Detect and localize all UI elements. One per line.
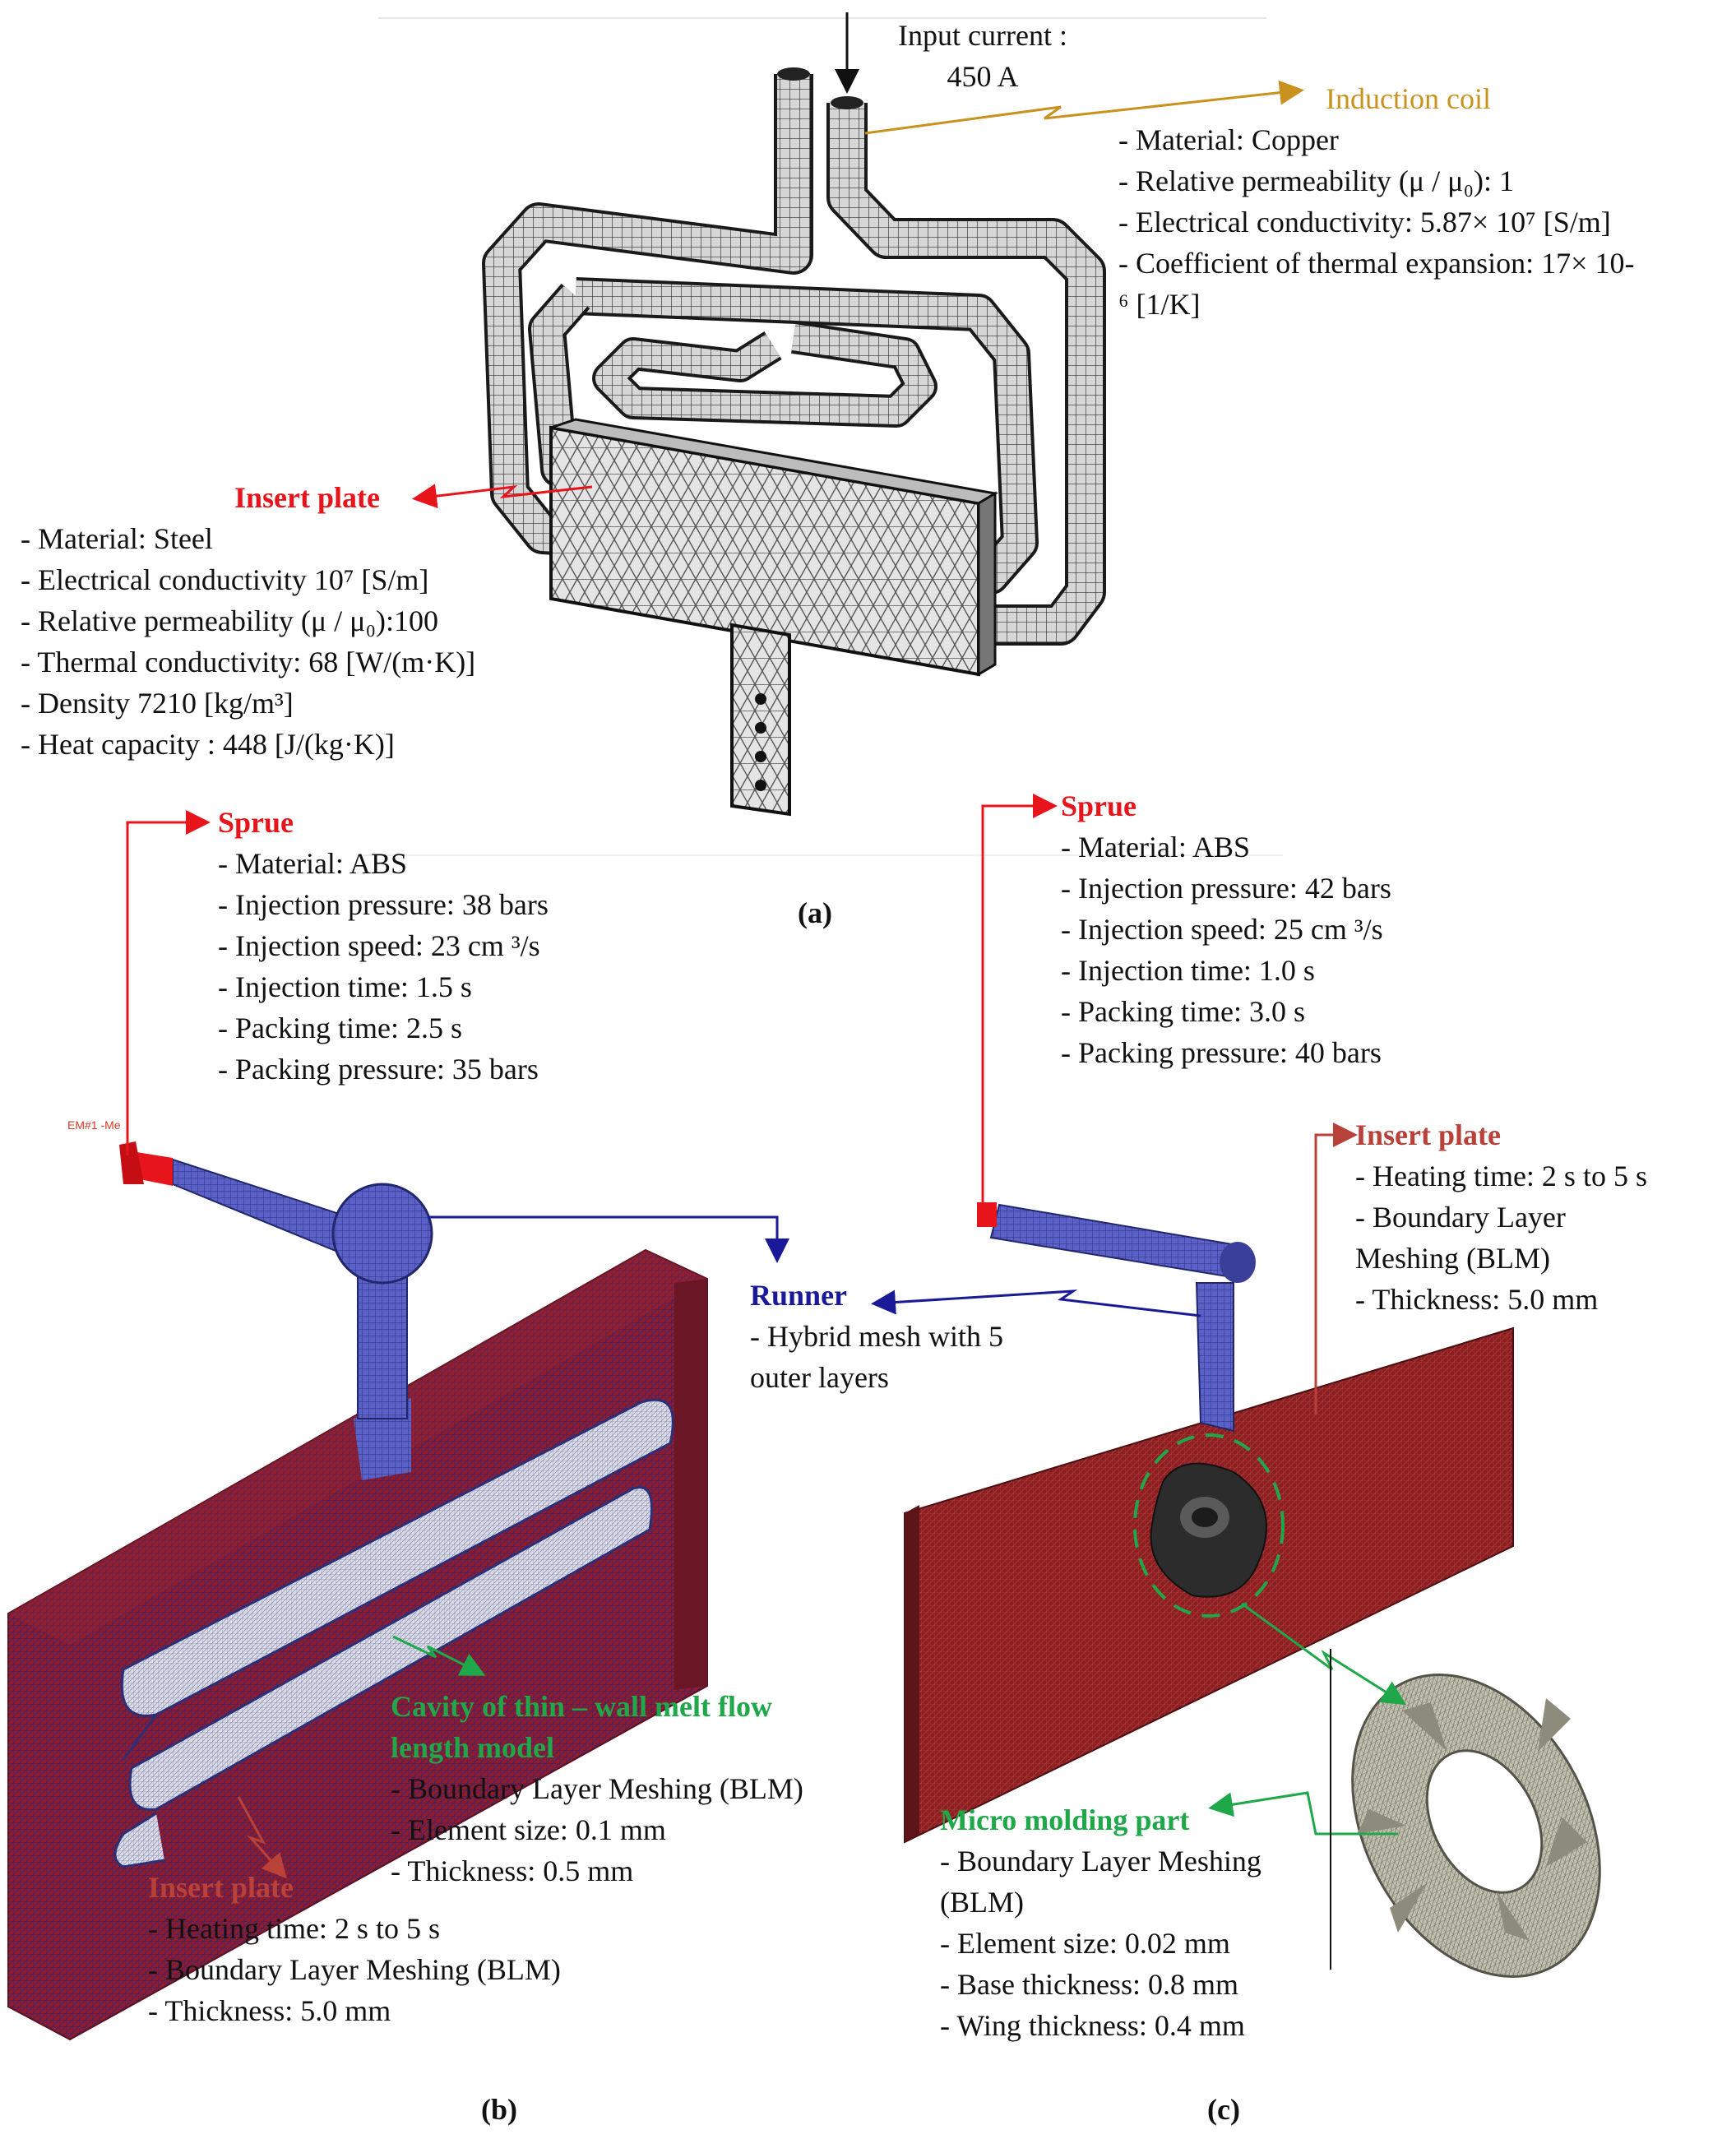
plate-permeability: - Relative permeability (μ / μ₀):100 — [21, 604, 439, 637]
coil-thermal-expansion-unit: ⁶ [1/K] — [1118, 288, 1201, 321]
insert-plate-b-thickness: - Thickness: 5.0 mm — [148, 1994, 391, 2027]
insert-plate-a-properties: - Material: Steel - Electrical conductiv… — [21, 518, 475, 765]
cavity-element-size: - Element size: 0.1 mm — [391, 1813, 666, 1846]
sprue-c-speed: - Injection speed: 25 cm ³/s — [1061, 913, 1383, 946]
micro-part-blm-1: - Boundary Layer Meshing — [940, 1845, 1261, 1877]
insert-plate-b-leader — [237, 1796, 287, 1879]
caption-a: (a) — [798, 896, 832, 929]
model-tag: EM#1 -Me — [67, 1118, 121, 1132]
micro-part-block: Micro molding part - Boundary Layer Mesh… — [940, 1799, 1261, 2046]
thin-wall-plate-model — [7, 1248, 708, 2041]
caption-c: (c) — [1207, 2093, 1240, 2126]
sprue-c-pressure: - Injection pressure: 42 bars — [1061, 872, 1391, 905]
insert-plate-a-leader — [412, 484, 593, 509]
insert-plate-c-heating: - Heating time: 2 s to 5 s — [1355, 1160, 1647, 1192]
sprue-b-material: - Material: ABS — [218, 847, 407, 880]
insert-plate-b-block: Insert plate - Heating time: 2 s to 5 s … — [148, 1867, 561, 2031]
caption-b: (b) — [481, 2093, 517, 2126]
runner-properties: - Hybrid mesh with 5 outer layers — [750, 1316, 1003, 1398]
sprue-runner-b — [119, 1141, 433, 1419]
induction-coil-model — [482, 67, 1106, 646]
insert-plate-b-heating: - Heating time: 2 s to 5 s — [148, 1912, 440, 1945]
runner-mesh: - Hybrid mesh with 5 — [750, 1320, 1003, 1353]
sprue-c-leader — [981, 794, 1058, 1205]
sprue-c-properties: - Material: ABS - Injection pressure: 42… — [1061, 826, 1391, 1073]
insert-plate-b-title: Insert plate — [148, 1871, 294, 1904]
runner-layers: outer layers — [750, 1361, 889, 1394]
sprue-c-title: Sprue — [1061, 789, 1137, 822]
sprue-b-speed: - Injection speed: 23 cm ³/s — [218, 929, 540, 962]
plate-material: - Material: Steel — [21, 522, 213, 555]
micro-part-model — [1351, 1674, 1601, 1978]
coil-properties: - Material: Copper - Relative permeabili… — [1118, 119, 1634, 325]
coil-permeability: - Relative permeability (μ / μ₀): 1 — [1118, 164, 1515, 197]
micro-part-leader-line — [1208, 1791, 1398, 1836]
cavity-block: Cavity of thin – wall melt flow length m… — [391, 1686, 803, 1891]
sprue-c-injection-time: - Injection time: 1.0 s — [1061, 954, 1315, 987]
plate-conductivity: - Electrical conductivity 10⁷ [S/m] — [21, 563, 429, 596]
micro-part-base-thickness: - Base thickness: 0.8 mm — [940, 1968, 1238, 2001]
insert-plate-c-blm-2: Meshing (BLM) — [1355, 1242, 1550, 1275]
insert-plate-c-title: Insert plate — [1355, 1118, 1501, 1151]
sprue-c-packing-time: - Packing time: 3.0 s — [1061, 995, 1305, 1028]
sprue-b-injection-time: - Injection time: 1.5 s — [218, 970, 472, 1003]
runner-c-leader — [871, 1289, 1201, 1317]
coil-conductivity: - Electrical conductivity: 5.87× 10⁷ [S/… — [1118, 206, 1611, 238]
insert-plate-c-thickness: - Thickness: 5.0 mm — [1355, 1283, 1599, 1316]
insert-plate-c-block: Insert plate - Heating time: 2 s to 5 s … — [1355, 1114, 1647, 1320]
cavity-title-1: Cavity of thin – wall melt flow — [391, 1690, 772, 1723]
micro-part-element-size: - Element size: 0.02 mm — [940, 1927, 1230, 1960]
cavity-thickness: - Thickness: 0.5 mm — [391, 1854, 634, 1887]
insert-plate-c-blm-1: - Boundary Layer — [1355, 1201, 1566, 1234]
cavity-blm: - Boundary Layer Meshing (BLM) — [391, 1772, 803, 1805]
sprue-b-properties: - Material: ABS - Injection pressure: 38… — [218, 843, 549, 1090]
runner-title: Runner — [750, 1279, 848, 1312]
sprue-b-title: Sprue — [218, 806, 294, 839]
micro-part-blm-2: (BLM) — [940, 1886, 1024, 1919]
coil-thermal-expansion: - Coefficient of thermal expansion: 17× … — [1118, 247, 1635, 280]
plate-density: - Density 7210 [kg/m³] — [21, 687, 294, 720]
cavity-leader-line — [392, 1635, 486, 1676]
sprue-b-packing-pressure: - Packing pressure: 35 bars — [218, 1053, 539, 1086]
insert-plate-model-a — [549, 418, 999, 817]
micro-plate-model — [904, 1326, 1514, 1844]
coil-leader-line — [864, 80, 1304, 135]
cavity-title-2: length model — [391, 1731, 555, 1764]
plate-heat-capacity: - Heat capacity : 448 [J/(kg·K)] — [21, 728, 395, 761]
micro-part-title: Micro molding part — [940, 1803, 1190, 1836]
runner-b-leader — [428, 1215, 789, 1263]
sprue-b-packing-time: - Packing time: 2.5 s — [218, 1012, 462, 1044]
sprue-c-material: - Material: ABS — [1061, 831, 1250, 863]
micro-part-wing-thickness: - Wing thickness: 0.4 mm — [940, 2009, 1245, 2042]
coil-material: - Material: Copper — [1118, 123, 1339, 156]
plate-thermal-conductivity: - Thermal conductivity: 68 [W/(m·K)] — [21, 646, 476, 678]
micro-part-zoom-arrow — [1241, 1602, 1407, 1706]
sprue-runner-c — [977, 1202, 1256, 1433]
insert-plate-a-title: Insert plate — [234, 481, 380, 514]
sprue-b-leader — [126, 810, 211, 1155]
sprue-b-pressure: - Injection pressure: 38 bars — [218, 888, 549, 921]
insert-plate-b-blm: - Boundary Layer Meshing (BLM) — [148, 1953, 561, 1986]
insert-plate-c-leader — [1314, 1123, 1358, 1414]
input-current-label: Input current : 450 A — [898, 19, 1067, 93]
sprue-c-packing-pressure: - Packing pressure: 40 bars — [1061, 1036, 1382, 1069]
coil-title: Induction coil — [1326, 82, 1491, 115]
